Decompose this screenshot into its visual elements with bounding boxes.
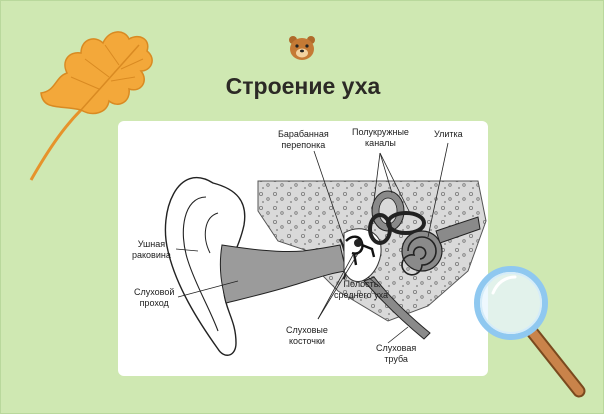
label-semicircular-canals: Полукружные каналы — [352, 127, 409, 148]
label-eustachian-tube: Слуховая труба — [376, 343, 417, 364]
label-middle-ear: Полость среднего уха — [334, 279, 389, 300]
diagram-card: Барабанная перепонка Полукружные каналы … — [118, 121, 488, 376]
eustachian-tube — [363, 276, 431, 340]
label-ossicles: Слуховые косточки — [286, 325, 328, 346]
middle-ear-cavity — [343, 228, 382, 282]
ear-diagram — [164, 142, 487, 356]
ear-canal — [219, 244, 347, 304]
label-auricle: Ушная раковина — [132, 239, 171, 260]
auricle — [164, 176, 246, 356]
magnifying-glass-icon — [474, 266, 586, 398]
page-title: Строение уха — [225, 73, 381, 99]
oak-leaf-icon — [29, 31, 153, 181]
label-cochlea: Улитка — [434, 129, 463, 139]
auditory-nerve — [435, 216, 481, 244]
label-eardrum: Барабанная перепонка — [278, 129, 329, 150]
bear-face-icon — [289, 36, 315, 60]
label-ear-canal: Слуховой проход — [134, 287, 175, 308]
